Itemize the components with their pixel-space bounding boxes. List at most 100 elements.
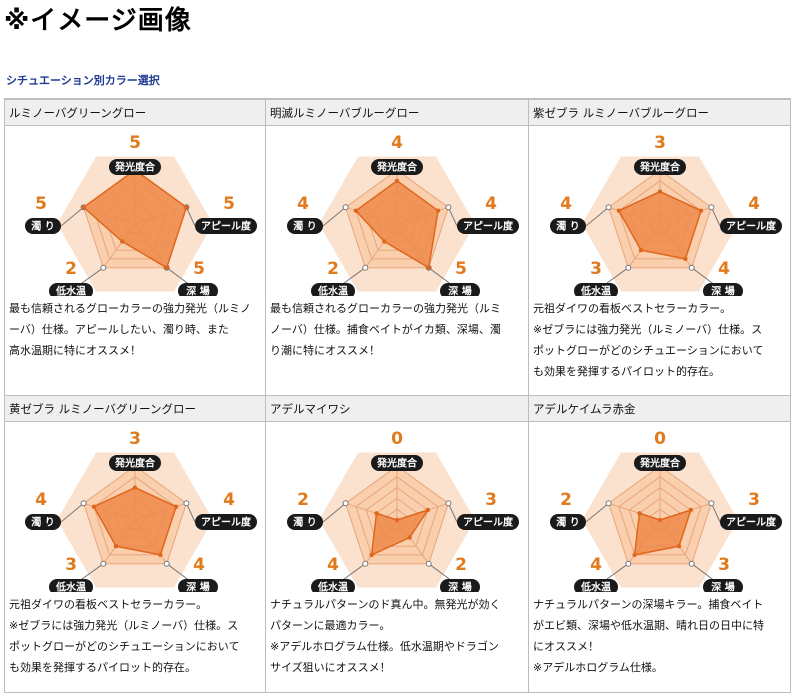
radar-data-point [158, 552, 163, 558]
radar-leader [60, 502, 84, 523]
radar-axis-pill [109, 159, 161, 175]
radar-axis-label: 濁 り [293, 516, 316, 529]
radar-axis-label: 深 場 [448, 285, 471, 297]
radar-axis-pill [633, 455, 686, 471]
radar-axis-pill [311, 579, 355, 592]
radar-value-label: 2 [65, 259, 77, 279]
radar-axis-label: 深 場 [711, 581, 734, 593]
radar-axis-label: 濁 り [293, 220, 316, 233]
radar-data-point [407, 535, 412, 540]
radar-data-point [698, 208, 703, 213]
radar-leader [60, 206, 84, 227]
radar-axis-tip [605, 204, 612, 211]
radar-value-label: 2 [327, 259, 339, 279]
radar-axis-label: 濁 り [556, 220, 579, 233]
radar-value-label: 4 [35, 490, 47, 510]
radar-axis-pill [195, 218, 257, 234]
radar-axis-pill [633, 159, 686, 175]
radar-leader [710, 503, 720, 523]
radar-axis-pill [702, 283, 743, 296]
radar-leader [585, 502, 609, 523]
radar-axis-pill [49, 579, 93, 592]
radar-axis-tip [445, 204, 452, 211]
radar-value-label: 3 [485, 490, 497, 510]
radar-data-point [113, 544, 119, 549]
radar-axis-tip [688, 560, 695, 567]
radar-data-point [394, 517, 400, 523]
radar-value-label: 4 [223, 490, 235, 510]
radar-axis-tip [80, 500, 87, 507]
color-card-title: ルミノーバグリーングロー [5, 100, 265, 126]
radar-value-label: 3 [129, 429, 141, 449]
radar-value-label: 4 [193, 555, 205, 575]
radar-data-area [92, 486, 178, 556]
radar-axis-pill [573, 579, 618, 592]
radar-leader [447, 503, 458, 523]
radar-axis-pill [702, 579, 743, 592]
radar-axis-pill [287, 514, 323, 530]
radar-data-area [370, 508, 430, 557]
radar-value-label: 5 [455, 259, 467, 279]
radar-value-label: 5 [193, 259, 205, 279]
radar-data-point [636, 511, 642, 516]
radar-axis-label: 低水温 [580, 285, 611, 297]
radar-value-label: 0 [654, 429, 666, 449]
radar-axis-label: 濁 り [31, 220, 54, 233]
radar-axis-pill [49, 283, 93, 296]
radar-data-point [132, 485, 138, 490]
radar-axis-label: 低水温 [317, 285, 348, 297]
radar-data-point [353, 208, 359, 213]
radar-axis-pill [178, 283, 218, 296]
radar-data-point [657, 517, 662, 523]
radar-axis-tip [624, 560, 631, 567]
radar-data-point [120, 239, 125, 244]
radar-data-point [616, 208, 621, 213]
radar-value-label: 0 [391, 429, 403, 449]
radar-value-label: 2 [560, 490, 572, 510]
radar-axis-tip [342, 204, 349, 211]
radar-value-label: 2 [297, 490, 309, 510]
radar-axis-label: アピール度 [726, 220, 777, 233]
radar-axis-label: アピール度 [726, 516, 777, 529]
radar-value-label: 5 [35, 194, 47, 214]
radar-axis-tip [100, 264, 107, 271]
radar-data-point [435, 208, 441, 213]
page-title: ※イメージ画像 [4, 6, 192, 36]
radar-axis-pill [440, 579, 480, 592]
radar-data-point [374, 511, 379, 516]
radar-ring [93, 476, 177, 556]
color-card-description: ナチュラルパターンのド真ん中。無発光が効く パターンに最適カラー。 ※アデルホロ… [270, 598, 501, 674]
radar-axis-label: 深 場 [448, 581, 471, 593]
radar-axis-label: 発光度合 [376, 161, 418, 174]
radar-axis-pill [549, 218, 586, 234]
radar-value-label: 4 [327, 555, 339, 575]
radar-data-point [164, 265, 169, 270]
radar-value-label: 5 [223, 194, 235, 214]
radar-leader [322, 502, 346, 523]
radar-axis-pill [457, 218, 519, 234]
radar-ring [617, 180, 702, 260]
radar-axis-tip [707, 500, 714, 507]
radar-data-point [81, 205, 86, 210]
color-card-description: ナチュラルパターンの深場キラー。捕食ベイト がエビ類、深場や低水温期、晴れ日の日… [533, 598, 764, 674]
radar-axis-label: 濁 り [31, 516, 54, 529]
radar-axis-label: 発光度合 [114, 457, 156, 470]
radar-data-point [382, 239, 387, 244]
radar-axis-label: 深 場 [711, 285, 734, 297]
radar-data-point [394, 178, 400, 183]
radar-value-label: 5 [129, 133, 141, 153]
radar-value-label: 3 [65, 555, 77, 575]
radar-leader [710, 207, 720, 227]
radar-axis-pill [719, 218, 782, 234]
radar-axis-pill [109, 455, 161, 471]
radar-value-label: 4 [748, 194, 760, 214]
color-card-description: 元祖ダイワの看板ベストセラーカラー。 ※ゼブラには強力発光（ルミノーバ）仕様。ス… [533, 302, 764, 378]
radar-axis-label: 低水温 [317, 581, 348, 593]
radar-value-label: 4 [560, 194, 572, 214]
radar-axis-tip [445, 500, 452, 507]
radar-value-label: 4 [297, 194, 309, 214]
